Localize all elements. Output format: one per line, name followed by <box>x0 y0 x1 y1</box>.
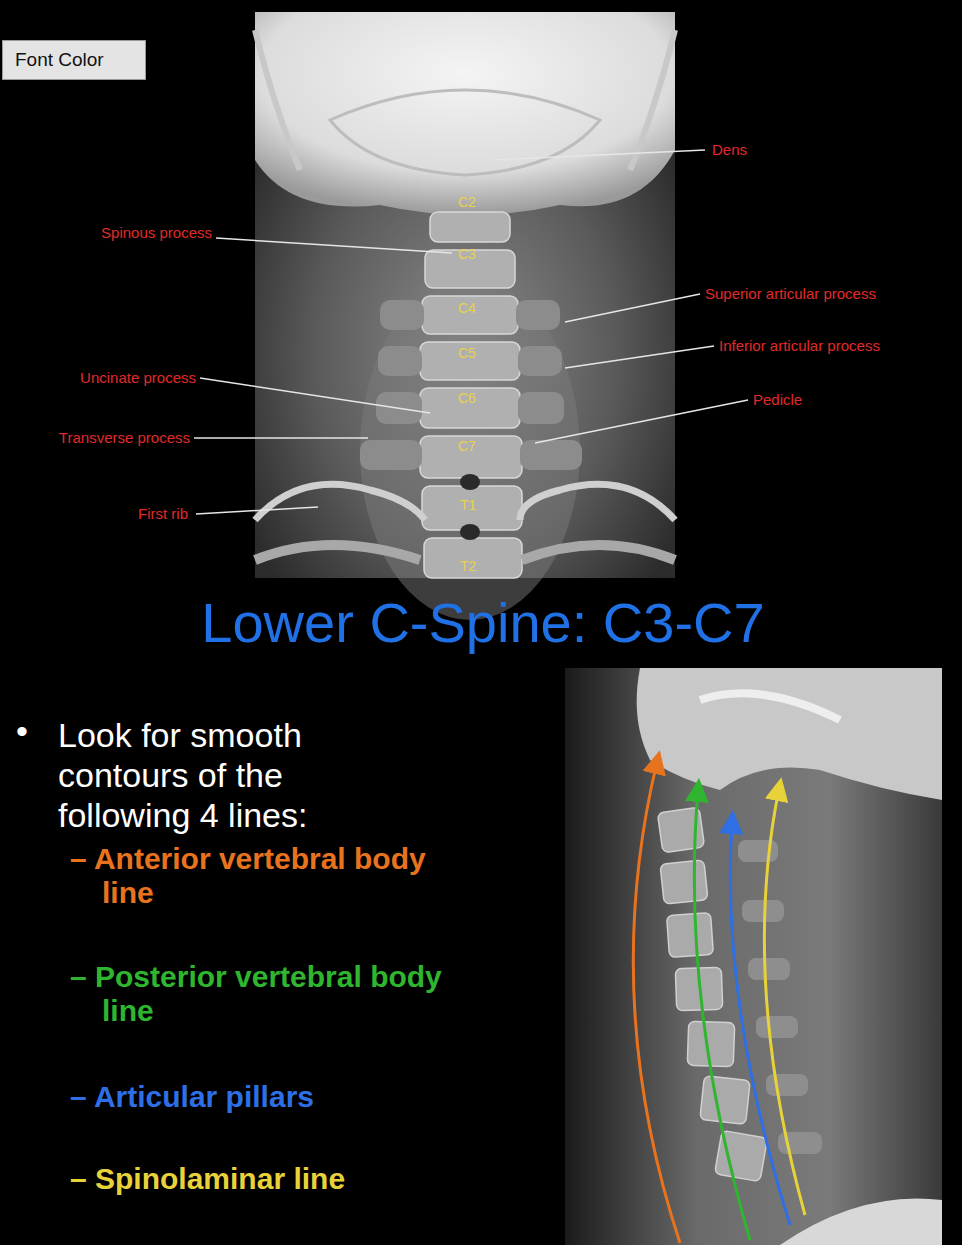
part-label: Pedicle <box>753 391 802 408</box>
part-label: Dens <box>712 141 747 158</box>
line-name: – Spinolaminar line <box>70 1162 345 1196</box>
vertebra-label: C7 <box>458 438 476 454</box>
part-label: Inferior articular process <box>719 337 880 354</box>
vertebra-label: C6 <box>458 390 476 406</box>
slide-title: Lower C-Spine: C3-C7 <box>2 590 962 655</box>
vertebra-label: C5 <box>458 345 476 361</box>
line-name: – Articular pillars <box>70 1080 314 1114</box>
bullet-text: Look for smooth contours of the followin… <box>58 715 378 835</box>
toolbar-button: Font Color <box>2 40 146 80</box>
vertebra-label: T2 <box>460 558 476 574</box>
part-label: Spinous process <box>101 224 212 241</box>
part-label: Transverse process <box>59 429 190 446</box>
vertebra-label: C2 <box>458 194 476 210</box>
vertebra-label: C4 <box>458 300 476 316</box>
part-label: Superior articular process <box>705 285 876 302</box>
vertebra-label: C3 <box>458 246 476 262</box>
bullet: • <box>16 712 28 751</box>
line-name: – Anterior vertebral body line <box>70 842 482 910</box>
part-label: First rib <box>138 505 188 522</box>
line-name: – Posterior vertebral body line <box>70 960 482 1028</box>
vertebra-label: T1 <box>460 497 476 513</box>
part-label: Uncinate process <box>80 369 196 386</box>
